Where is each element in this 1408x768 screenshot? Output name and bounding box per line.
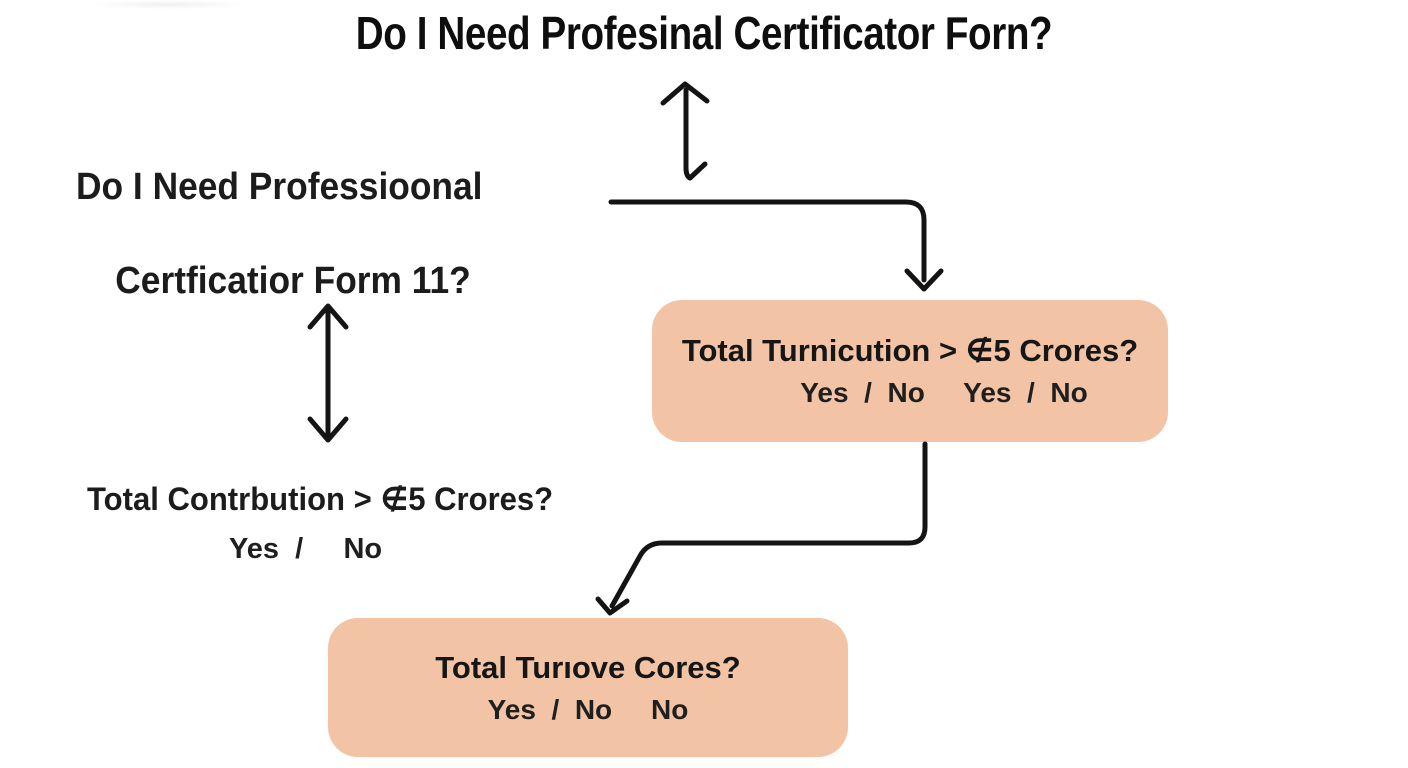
decision-box-options: Yes / No No: [487, 693, 689, 725]
diagram-title: Do I Need Profesinal Certificator Forn?: [355, 7, 1053, 59]
left-question-line2: Certficatior Form 11?: [115, 260, 471, 302]
up-down-arrow-icon: [660, 81, 710, 181]
decision-box-question: Total Turıove Cores?: [435, 649, 741, 685]
left-decision-question: Total Contrbution > ∉5 Crores?: [87, 481, 554, 517]
decision-box-turnover: Total Turnicution > ∉5 Crores? Yes / No …: [652, 300, 1168, 442]
elbow-arrow-down-icon: [608, 199, 944, 292]
left-question: Do I Need Professioonal Certficatior For…: [76, 164, 482, 352]
scan-smudge: [95, 0, 245, 9]
left-question-line1: Do I Need Professioonal: [76, 166, 483, 208]
elbow-arrow-down-left-icon: [595, 441, 928, 616]
decision-box-question: Total Turnicution > ∉5 Crores?: [681, 333, 1139, 368]
decision-box-turnover-2: Total Turıove Cores? Yes / No No: [328, 618, 848, 757]
decision-box-options: Yes / No Yes / No: [800, 377, 1088, 408]
left-decision-options: Yes / No: [229, 533, 383, 565]
